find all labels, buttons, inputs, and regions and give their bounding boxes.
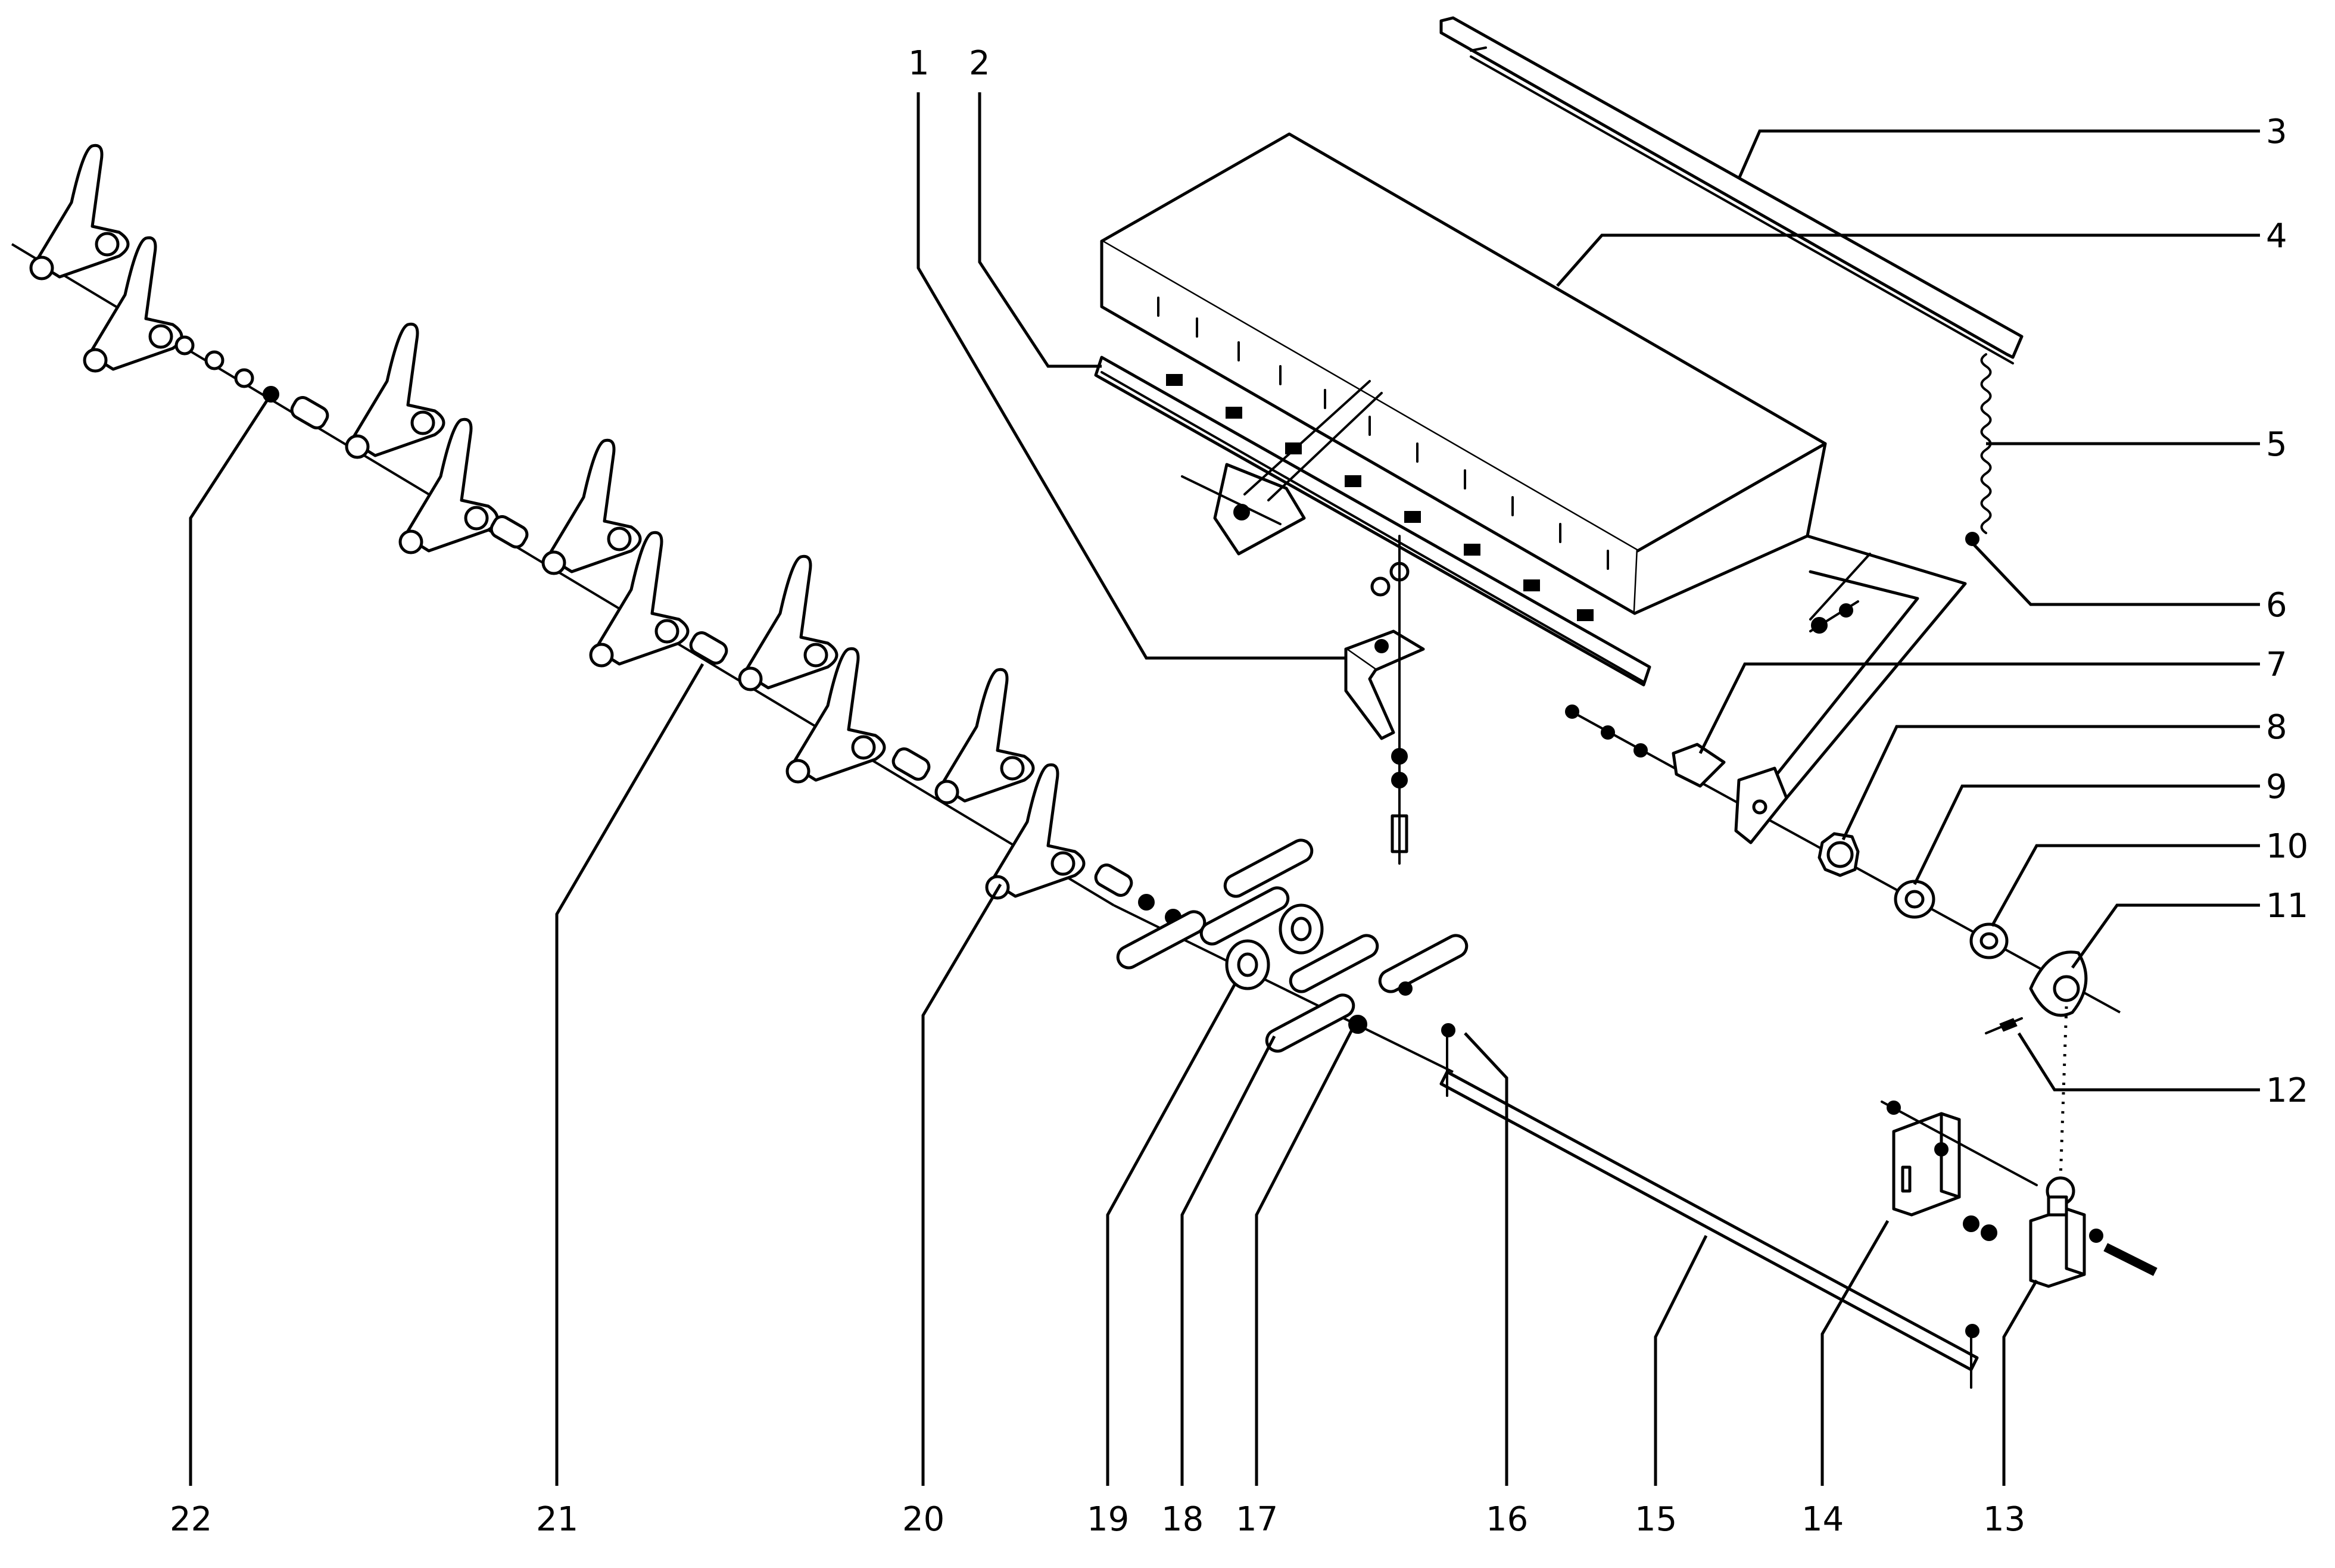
callout-7: 7 [2266,646,2287,684]
comb-strip [1094,356,1651,687]
callout-10: 10 [2266,827,2308,866]
limit-switch [2029,1006,2158,1288]
finger-bracket-6 [589,531,690,668]
callout-8: 8 [2266,708,2287,747]
callout-1: 1 [908,44,930,83]
finger-bracket-9 [934,668,1035,805]
hood-bolts [1809,600,1859,634]
callout-13: 13 [1983,1500,2025,1539]
leader-lines [189,92,2260,1486]
callout-20: 20 [902,1500,944,1539]
callout-3: 3 [2266,113,2287,151]
callout-11: 11 [2266,887,2308,925]
callout-15: 15 [1635,1500,1677,1539]
callout-17: 17 [1236,1500,1278,1539]
finger-bracket-4 [398,417,499,554]
callout-16: 16 [1486,1500,1528,1539]
switch-bracket [1881,1101,2038,1241]
tension-spring [1965,353,1992,546]
finger-bracket-1 [29,144,130,280]
hood-ribs [1157,297,1609,570]
callout-4: 4 [2266,217,2287,255]
top-angle-bar [1439,16,2024,364]
finger-bracket-10 [985,763,1086,900]
finger-bracket-3 [345,322,445,459]
mounting-bracket [1344,535,1425,865]
callout-12: 12 [2266,1071,2308,1110]
hood-cover [1100,132,1967,836]
callout-14: 14 [1801,1500,1844,1539]
callout-2: 2 [969,44,990,83]
callout-9: 9 [2266,768,2287,806]
callout-5: 5 [2266,425,2287,464]
callout-21: 21 [536,1500,578,1539]
pivot-arm-assembly [1565,553,2121,1014]
callout-labels: 1 2 3 4 5 6 7 8 9 10 11 12 13 14 15 16 1… [170,44,2308,1539]
finger-bracket-7 [738,554,838,691]
callout-22: 22 [170,1500,212,1539]
hood-side-bracket [1181,380,1383,556]
chain-links [1116,838,1469,1053]
finger-bracket-5 [541,438,642,575]
callout-19: 19 [1087,1500,1129,1539]
gear-and-washers [1818,832,2088,1034]
finger-bracket-8 [785,647,886,784]
finger-brackets [29,144,1086,900]
callout-6: 6 [2266,586,2287,625]
callout-18: 18 [1161,1500,1204,1539]
